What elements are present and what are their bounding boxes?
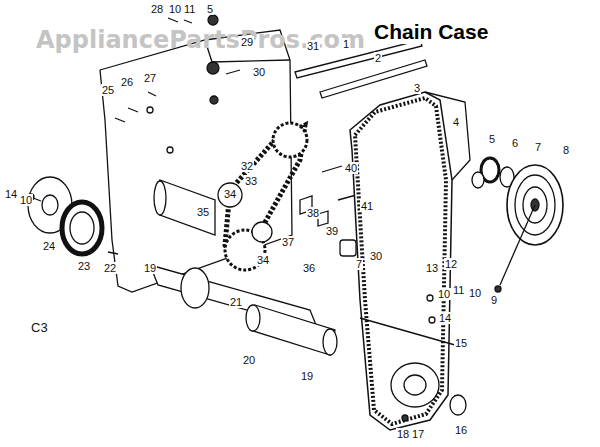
- callout-number: 32: [240, 160, 254, 172]
- callout-number: 35: [196, 206, 210, 218]
- callout-number: 21: [229, 296, 243, 308]
- callout-number: 10: [19, 194, 33, 206]
- callout-number: 5: [206, 3, 214, 15]
- callout-number: 15: [454, 337, 468, 349]
- callout-number: 33: [244, 175, 258, 187]
- callout-number: 37: [281, 236, 295, 248]
- callout-number: 16: [454, 424, 468, 436]
- callout-number: 7: [534, 141, 542, 153]
- callout-number: 40: [344, 162, 358, 174]
- callout-number: 5: [488, 133, 496, 145]
- callout-number: 14: [4, 188, 18, 200]
- callout-number: 8: [562, 144, 570, 156]
- callout-number: 9: [490, 294, 498, 306]
- callout-number: 12: [444, 258, 458, 270]
- callout-number: 34: [223, 188, 237, 200]
- callout-number: C3: [30, 322, 49, 334]
- callout-number: 14: [438, 312, 452, 324]
- callout-number: 27: [143, 72, 157, 84]
- callout-number: 24: [42, 240, 56, 252]
- callout-number: 3: [413, 82, 421, 94]
- callout-number: 13: [425, 262, 439, 274]
- callout-number: 34: [256, 254, 270, 266]
- callout-number: 10: [437, 288, 451, 300]
- callout-number: 11: [452, 284, 465, 296]
- callout-number: 28: [150, 3, 164, 15]
- callout-number: 18: [396, 428, 410, 440]
- callout-number: 10: [468, 287, 482, 299]
- callout-number: 1: [342, 38, 350, 50]
- callout-number: 41: [360, 200, 374, 212]
- callout-number: 22: [103, 262, 117, 274]
- callout-number: 20: [242, 354, 256, 366]
- callout-number: 10: [168, 3, 182, 15]
- callout-number: 26: [120, 76, 134, 88]
- callout-number: 19: [300, 370, 314, 382]
- callout-number: 39: [325, 225, 339, 237]
- callout-number: 6: [511, 137, 519, 149]
- callout-number: 11: [183, 3, 196, 15]
- callout-number: 17: [411, 428, 425, 440]
- callout-number: 4: [452, 116, 460, 128]
- callout-number: 7: [355, 258, 363, 270]
- callout-number: 31: [306, 40, 320, 52]
- callout-number: 25: [101, 84, 115, 96]
- callout-number: 38: [306, 207, 320, 219]
- callout-number: 30: [369, 250, 383, 262]
- callout-number: 30: [252, 66, 266, 78]
- callout-number: 36: [302, 262, 316, 274]
- callout-number: 29: [240, 36, 254, 48]
- callout-number: 23: [77, 260, 91, 272]
- diagram-title: Chain Case: [372, 20, 490, 44]
- callout-number: 19: [143, 262, 157, 274]
- callout-number: 2: [374, 52, 382, 64]
